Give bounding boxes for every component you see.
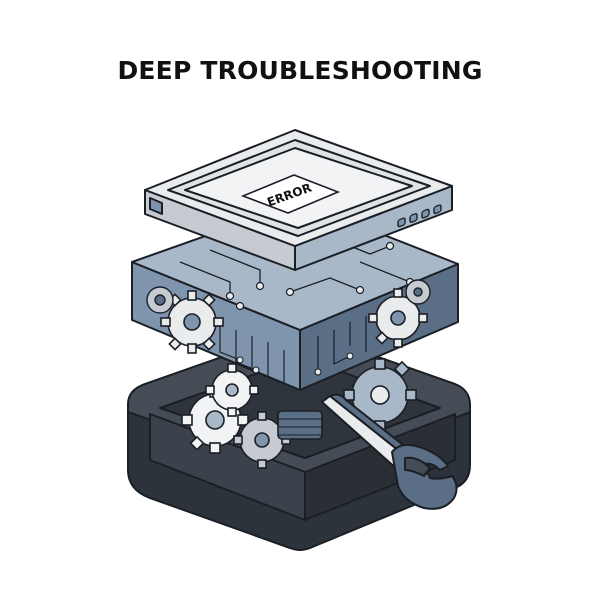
gear-cluster-upper	[146, 279, 431, 417]
gear-icon	[160, 290, 224, 354]
wrench-icon	[321, 393, 458, 510]
gear-icon	[277, 410, 323, 440]
gear-icon	[146, 286, 174, 314]
gear-icon	[205, 363, 259, 417]
gear-icon	[405, 279, 431, 305]
tray-icon	[127, 334, 471, 551]
page-title: DEEP TROUBLESHOOTING	[117, 56, 483, 85]
gear-icon	[233, 411, 291, 469]
error-plate: ERROR	[240, 174, 341, 214]
